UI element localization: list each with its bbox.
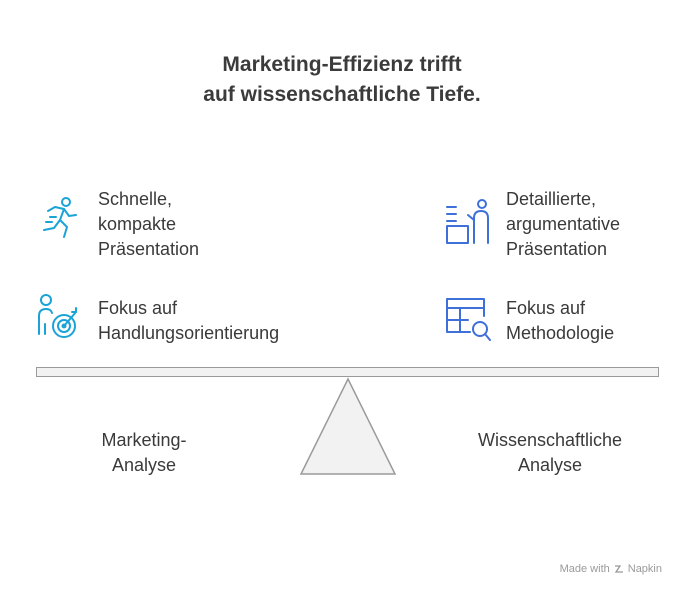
diagram-title: Marketing-Effizienz trifft auf wissensch…: [0, 50, 684, 110]
seesaw-fulcrum: [299, 377, 397, 481]
marketing-analysis-label: Marketing- Analyse: [82, 428, 206, 478]
running-person-icon: [36, 196, 84, 244]
made-with-text: Made with: [559, 563, 610, 575]
left-item-2-line-2: Handlungsorientierung: [98, 323, 280, 343]
napkin-watermark: Made with Napkin: [560, 563, 662, 575]
right-item-1-line-3: Präsentation: [506, 239, 608, 259]
napkin-brand-text: Napkin: [627, 563, 662, 575]
right-item-2-line-2: Methodologie: [506, 323, 615, 343]
left-item-1-line-1: Schnelle,: [98, 189, 173, 209]
scientific-analysis-line-1: Wissenschaftliche: [477, 430, 623, 450]
seesaw-beam: [36, 367, 659, 377]
scientific-analysis-label: Wissenschaftliche Analyse: [456, 428, 644, 478]
right-item-detailed-presentation: Detaillierte, argumentative Präsentation: [506, 187, 620, 262]
presenter-board-icon: [444, 198, 490, 246]
left-item-1-line-3: Präsentation: [98, 239, 200, 259]
title-line-1: Marketing-Effizienz trifft: [222, 53, 462, 76]
left-item-quick-presentation: Schnelle, kompakte Präsentation: [98, 187, 199, 262]
left-item-2-line-1: Fokus auf: [98, 298, 178, 318]
right-item-1-line-2: argumentative: [506, 214, 621, 234]
marketing-analysis-line-1: Marketing-: [101, 430, 187, 450]
table-search-icon: [444, 296, 492, 344]
target-person-icon: [36, 294, 84, 342]
right-item-methodology-focus: Fokus auf Methodologie: [506, 296, 614, 346]
napkin-logo-icon: [614, 565, 623, 573]
right-item-2-line-1: Fokus auf: [506, 298, 586, 318]
left-item-action-focus: Fokus auf Handlungsorientierung: [98, 296, 279, 346]
scientific-analysis-line-2: Analyse: [517, 455, 583, 475]
title-line-2: auf wissenschaftliche Tiefe.: [203, 83, 481, 106]
right-item-1-line-1: Detaillierte,: [506, 189, 597, 209]
marketing-analysis-line-2: Analyse: [111, 455, 177, 475]
left-item-1-line-2: kompakte: [98, 214, 177, 234]
